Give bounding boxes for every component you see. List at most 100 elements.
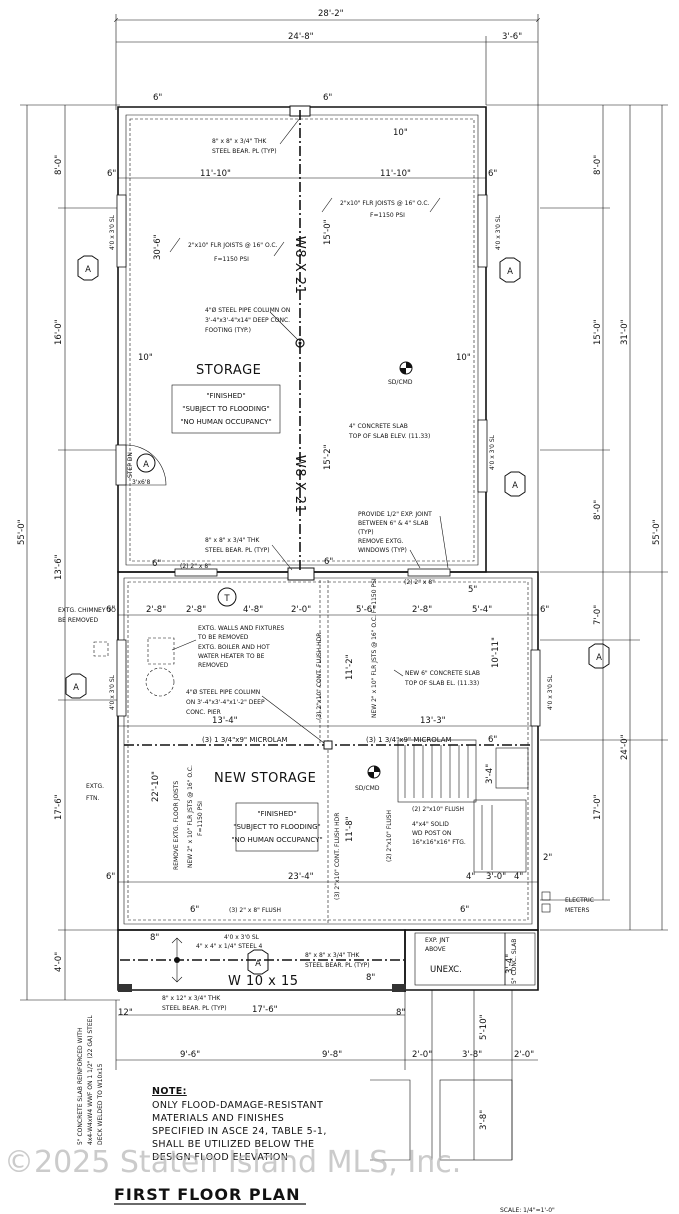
dim-left-total: 55'-0" (17, 519, 27, 545)
dim-mid-6: 2'-8" (412, 605, 432, 615)
finished-line-3: "NO HUMAN OCCUPANCY" (180, 418, 271, 426)
note-flush-r-2: 4"x4" SOLID (412, 821, 449, 828)
dim-top-main: 24'-8" (288, 32, 314, 42)
dim-mid-3: 4'-8" (243, 605, 263, 615)
note-flush-hdr-mid: (3) 2"x10" CONT. FLUSH HDR (316, 633, 323, 720)
note-bear-low-2: STEEL BEAR. PL (TYP) (305, 962, 370, 969)
room-storage: STORAGE (196, 363, 261, 378)
note-line-3: SPECIFIED IN ASCE 24, TABLE 5-1, (152, 1126, 327, 1137)
dim-microlam-1: 13'-4" (212, 716, 238, 726)
dim-small-10: 6" (106, 872, 115, 882)
note-col-mid-1: 4"Ø STEEL PIPE COLUMN (186, 689, 260, 696)
dim-base-1: 9'-6" (180, 1050, 200, 1060)
dim-small-21: 6" (488, 735, 497, 745)
dim-small-9: 6" (540, 605, 549, 615)
dim-right-5: 7'-0" (593, 605, 603, 625)
note-flush-r-1: (2) 2"x10" FLUSH (412, 806, 464, 813)
dim-top-row-1: 11'-10" (200, 169, 231, 179)
dim-mid-5: 5'-6" (356, 605, 376, 615)
dim-base-4: 3'-8" (462, 1050, 482, 1060)
note-remove-1: EXTG. WALLS AND FIXTURES (198, 625, 284, 632)
note-exp-4: REMOVE EXTG. (358, 538, 404, 545)
note-new-slab-1: NEW 6" CONCRETE SLAB (405, 670, 480, 677)
note-ftn-1: EXTG. (86, 783, 104, 790)
note-ftn-2: FTN. (86, 795, 99, 802)
dim-v-3: 15'-2" (323, 444, 333, 470)
note-remove-3: EXTG. BOILER AND HOT (198, 644, 270, 651)
dim-v-2: 15'-0" (323, 219, 333, 245)
finished-line-2b: "SUBJECT TO FLOODING" (233, 823, 321, 831)
dim-mid-7: 5'-4" (472, 605, 492, 615)
note-bear-12-1: 8" x 12" x 3/4" THK (162, 995, 221, 1002)
design-note: NOTE: ONLY FLOOD-DAMAGE-RESISTANT MATERI… (152, 1086, 327, 1163)
note-bear-mid-2: STEEL BEAR. PL (TYP) (205, 547, 270, 554)
dim-small-20: 6" (460, 905, 469, 915)
dim-small-12: 8" (366, 973, 375, 983)
dim-small-23: 6" (152, 559, 161, 569)
dim-microlam-2: 13'-3" (420, 716, 446, 726)
interior-dimensions: 11'-10" 11'-10" 2'-8" 2'-8" 4'-8" 2'-0" … (106, 93, 552, 1130)
note-new-slab-2: TOP OF SLAB EL. (11.33) (404, 680, 479, 687)
dim-left-5: 4'-0" (54, 952, 64, 972)
dim-right-2: 31'-0" (620, 319, 630, 345)
window-label-2: 4'0 x 3'0 SL (495, 214, 502, 250)
note-upper-2x8-r: (2) 2" x 8" (404, 579, 435, 586)
finished-box-top: "FINISHED" "SUBJECT TO FLOODING" "NO HUM… (171, 384, 281, 434)
dim-small-13: 8" (396, 1008, 405, 1018)
dim-bottom-1: 23'-4" (288, 872, 314, 882)
note-flush-2x10: (2) 2"x10" FLUSH (386, 810, 393, 862)
note-joists-right-2: F=1150 PSI (370, 212, 405, 219)
dim-v-4: 11'-2" (345, 654, 355, 680)
dim-right-1: 8'-0" (593, 155, 603, 175)
note-exp-1: PROVIDE 1/2" EXP. JOINT (358, 511, 432, 518)
note-remove-4: WATER HEATER TO BE (198, 653, 265, 660)
note-col-1: 4"Ø STEEL PIPE COLUMN ON (205, 307, 290, 314)
note-heading: NOTE: (152, 1086, 187, 1097)
note-flush-r-3: WD POST ON (412, 830, 451, 837)
finished-line-1: "FINISHED" (206, 392, 245, 400)
tag-a-6: A (255, 959, 261, 969)
note-bear-top-2: STEEL BEAR. PL (TYP) (212, 148, 277, 155)
note-lintel-2: 4" x 4" x 1/4" STEEL 4 (196, 943, 263, 950)
dim-small-7: 6" (488, 169, 497, 179)
note-flush-2x8: (3) 2" x 8" FLUSH (229, 907, 281, 914)
dim-small-3: 10" (393, 128, 408, 138)
note-step-dn: STEP DN (127, 452, 134, 478)
dim-bottom-2: 3'-0" (486, 872, 506, 882)
overall-dimensions: 28'-2" 24'-8" 3'-6" 55'-0" 8'-0" 16'-0" … (17, 9, 668, 1001)
dim-top-right: 3'-6" (502, 32, 522, 42)
note-chimney-2: BE REMOVED (58, 617, 98, 624)
dim-v-10: 3'-8" (479, 1110, 489, 1130)
dim-right-3: 15'-0" (593, 319, 603, 345)
note-slab-side-2: 4x4-W4xW4 WWF ON 1 1/2" (22 GA) STEEL (87, 1015, 94, 1145)
stair-treads (404, 745, 469, 798)
beam-microlam-right: (3) 1 3/4"x9" MICROLAM (366, 736, 452, 744)
dim-small-14: 5" (468, 585, 477, 595)
note-exp-2: BETWEEN 6" & 4" SLAB (358, 520, 429, 527)
note-upper-2x8: (2) 2" x 8" (180, 563, 211, 570)
dim-small-6: 6" (107, 169, 116, 179)
finished-line-2: "SUBJECT TO FLOODING" (182, 405, 270, 413)
sd-cmd-top: SD/CMD (388, 379, 413, 386)
dim-right-4: 8'-0" (593, 500, 603, 520)
tag-a-3: A (512, 481, 518, 491)
beam-w8x21-bottom: W8 X 21 (292, 455, 307, 513)
window-label-5: 4'0 x 3'0 SL (547, 674, 554, 710)
plan-scale: SCALE: 1/4"=1'-0" (500, 1207, 555, 1214)
room-new-storage: NEW STORAGE (214, 771, 316, 786)
watermark: ©2025 Staten Island MLS, Inc. (4, 1145, 461, 1180)
note-flush-hdr-low: (3) 2"x10" CONT. FLUSH HDR (334, 813, 341, 900)
tag-a-door: A (143, 460, 149, 470)
note-electric-2: METERS (565, 907, 590, 914)
dim-small-22: 6" (324, 557, 333, 567)
note-line-1: ONLY FLOOD-DAMAGE-RESISTANT (152, 1100, 323, 1111)
note-slab-1: 4" CONCRETE SLAB (349, 423, 408, 430)
dim-v-9: 5'-10" (479, 1014, 489, 1040)
note-new-joists-left-1: NEW 2" x 10" FLR JSTS @ 16" O.C. (187, 765, 194, 868)
dim-small-17: 2" (543, 853, 552, 863)
note-col-mid-3: CONC. PIER (186, 709, 221, 716)
dim-right-6: 24'-0" (620, 734, 630, 760)
tag-a-5: A (73, 683, 79, 693)
dim-top-row-2: 11'-10" (380, 169, 411, 179)
